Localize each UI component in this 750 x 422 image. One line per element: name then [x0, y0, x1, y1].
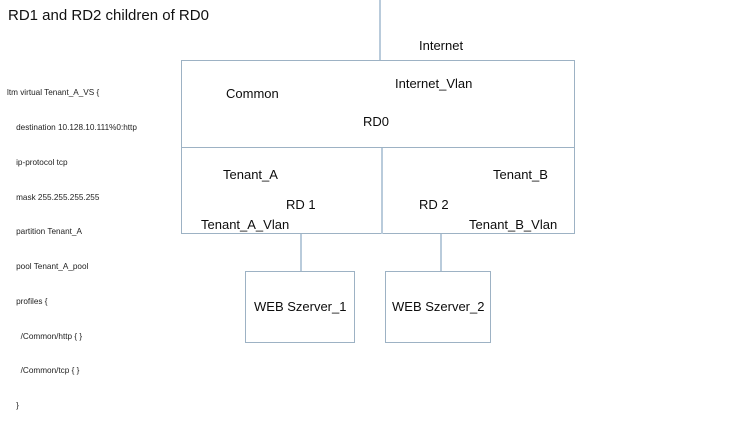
web-server-2-box	[385, 271, 491, 343]
config-line: /Common/http { }	[7, 331, 83, 341]
internet-label: Internet	[419, 38, 464, 53]
page-title: RD1 and RD2 children of RD0	[8, 7, 209, 24]
config-line: }	[7, 401, 19, 411]
rd0-label: RD0	[363, 114, 390, 129]
config-line: mask 255.255.255.255	[7, 192, 100, 202]
web-server-1-label: WEB Szerver_1	[254, 299, 347, 314]
server1-connector	[300, 234, 302, 272]
config-line: partition Tenant_A	[7, 227, 82, 237]
internet-uplink-connector	[379, 0, 381, 110]
tenant-b-vlan-label: Tenant_B_Vlan	[469, 217, 558, 232]
server2-connector	[440, 234, 442, 272]
tenant-b-label: Tenant_B	[493, 167, 548, 182]
rd1-label: RD 1	[286, 197, 316, 212]
config-line: /Common/tcp { }	[7, 366, 80, 376]
rd2-label: RD 2	[419, 197, 449, 212]
tenant-a-b-divider	[381, 148, 383, 234]
config-line: profiles {	[7, 296, 48, 306]
web-server-1-box	[245, 271, 355, 343]
rd0-tenant-divider	[181, 147, 575, 149]
config-line: destination 10.128.10.111%0:http	[7, 122, 137, 132]
tenant-a-label: Tenant_A	[223, 167, 278, 182]
internet-vlan-label: Internet_Vlan	[395, 76, 473, 91]
config-line: ltm virtual Tenant_A_VS {	[7, 88, 100, 98]
virtual-server-config-block: ltm virtual Tenant_A_VS { destination 10…	[7, 64, 137, 422]
config-line: ip-protocol tcp	[7, 157, 68, 167]
tenant-a-vlan-label: Tenant_A_Vlan	[201, 217, 290, 232]
config-line: pool Tenant_A_pool	[7, 262, 89, 272]
web-server-2-label: WEB Szerver_2	[392, 299, 485, 314]
common-partition-label: Common	[226, 86, 279, 101]
